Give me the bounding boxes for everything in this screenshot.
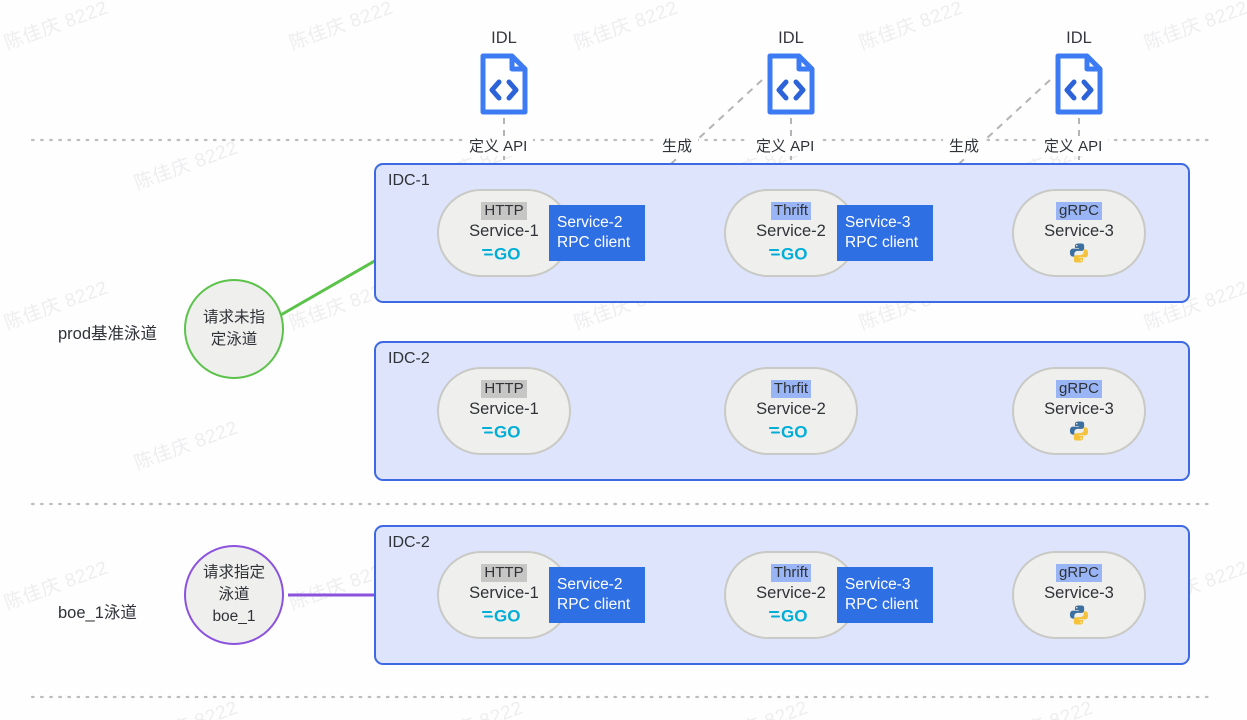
python-logo (1068, 420, 1090, 442)
rpc-client-box-boe1-idc2-service-2[interactable]: Service-2 RPC client (549, 567, 645, 623)
svg-text:GO: GO (494, 245, 520, 264)
protocol-badge: HTTP (481, 380, 527, 398)
idc-title: IDC-1 (388, 172, 430, 189)
bubble-line: boe_1 (212, 608, 256, 625)
request-bubble-boe1[interactable]: 请求指定 泳道 boe_1 (184, 545, 284, 645)
rail-label-define-api-3: 定义 API (1038, 138, 1109, 156)
bubble-line: 请求未指 (202, 309, 265, 326)
code-file-icon (1055, 53, 1103, 114)
service-node-prod-idc1-service-3[interactable]: gRPC Service-3 (1012, 189, 1146, 277)
service-node-boe1-idc2-service-3[interactable]: gRPC Service-3 (1012, 551, 1146, 639)
rpc-client-line: RPC client (557, 596, 631, 613)
rpc-client-line: Service-3 (845, 576, 911, 593)
svg-text:GO: GO (494, 423, 520, 442)
go-logo: GO (482, 242, 526, 264)
svg-text:GO: GO (781, 607, 807, 626)
rail-label-define-api-1: 定义 API (463, 138, 534, 156)
svg-text:GO: GO (781, 245, 807, 264)
rpc-client-line: RPC client (557, 234, 631, 251)
service-node-boe1-idc2-service-2[interactable]: Thrift Service-2 GO (724, 551, 858, 639)
python-logo (1068, 242, 1090, 264)
protocol-badge: gRPC (1055, 202, 1102, 220)
code-file-icon (480, 53, 528, 114)
svg-text:GO: GO (781, 423, 807, 442)
service-node-prod-idc1-service-2[interactable]: Thrift Service-2 GO (724, 189, 858, 277)
service-node-boe1-idc2-service-1[interactable]: HTTP Service-1 GO (437, 551, 571, 639)
rpc-client-line: RPC client (845, 234, 919, 251)
service-name: Service-2 (756, 584, 826, 602)
lane-label-boe1: boe_1泳道 (58, 604, 137, 622)
protocol-badge: HTTP (481, 564, 527, 582)
rpc-client-line: Service-2 (557, 214, 623, 231)
rail-label-generate-1: 生成 (656, 138, 699, 156)
go-logo: GO (482, 604, 526, 626)
service-name: Service-3 (1044, 400, 1114, 418)
service-node-prod-idc2-service-3[interactable]: gRPC Service-3 (1012, 367, 1146, 455)
service-name: Service-1 (469, 400, 539, 418)
protocol-badge: gRPC (1055, 380, 1102, 398)
service-name: Service-3 (1044, 584, 1114, 602)
go-logo: GO (769, 604, 813, 626)
service-name: Service-3 (1044, 222, 1114, 240)
service-node-prod-idc1-service-1[interactable]: HTTP Service-1 GO (437, 189, 571, 277)
lane-label-prod: prod基准泳道 (58, 325, 158, 343)
go-logo: GO (482, 420, 526, 442)
protocol-badge: Thrfit (770, 380, 812, 398)
protocol-badge: HTTP (481, 202, 527, 220)
idl-label: IDL (491, 29, 517, 47)
idl-node-1[interactable]: IDL (459, 30, 549, 115)
request-bubble-no-lane[interactable]: 请求未指 定泳道 (184, 279, 284, 379)
code-file-icon (767, 53, 815, 114)
rail-label-define-api-2: 定义 API (750, 138, 821, 156)
svg-text:GO: GO (494, 607, 520, 626)
idl-node-3[interactable]: IDL (1034, 30, 1124, 115)
rpc-client-box-prod-idc1-service-2[interactable]: Service-2 RPC client (549, 205, 645, 261)
idl-label: IDL (778, 29, 804, 47)
idl-node-2[interactable]: IDL (746, 30, 836, 115)
protocol-badge: Thrift (770, 564, 812, 582)
go-logo: GO (769, 420, 813, 442)
service-node-prod-idc2-service-2[interactable]: Thrfit Service-2 GO (724, 367, 858, 455)
idl-label: IDL (1066, 29, 1092, 47)
bubble-line: 定泳道 (210, 331, 258, 348)
python-logo (1068, 604, 1090, 626)
go-logo: GO (769, 242, 813, 264)
rpc-client-box-prod-idc1-service-3[interactable]: Service-3 RPC client (837, 205, 933, 261)
service-name: Service-1 (469, 584, 539, 602)
bubble-line: 泳道 (218, 586, 250, 603)
service-name: Service-1 (469, 222, 539, 240)
rpc-client-line: Service-2 (557, 576, 623, 593)
protocol-badge: gRPC (1055, 564, 1102, 582)
rpc-client-line: RPC client (845, 596, 919, 613)
bubble-line: 请求指定 (202, 564, 265, 581)
service-node-prod-idc2-service-1[interactable]: HTTP Service-1 GO (437, 367, 571, 455)
service-name: Service-2 (756, 400, 826, 418)
service-name: Service-2 (756, 222, 826, 240)
rail-label-generate-2: 生成 (943, 138, 986, 156)
rpc-client-box-boe1-idc2-service-3[interactable]: Service-3 RPC client (837, 567, 933, 623)
rpc-client-line: Service-3 (845, 214, 911, 231)
idc-title: IDC-2 (388, 534, 430, 551)
idc-title: IDC-2 (388, 350, 430, 367)
protocol-badge: Thrift (770, 202, 812, 220)
